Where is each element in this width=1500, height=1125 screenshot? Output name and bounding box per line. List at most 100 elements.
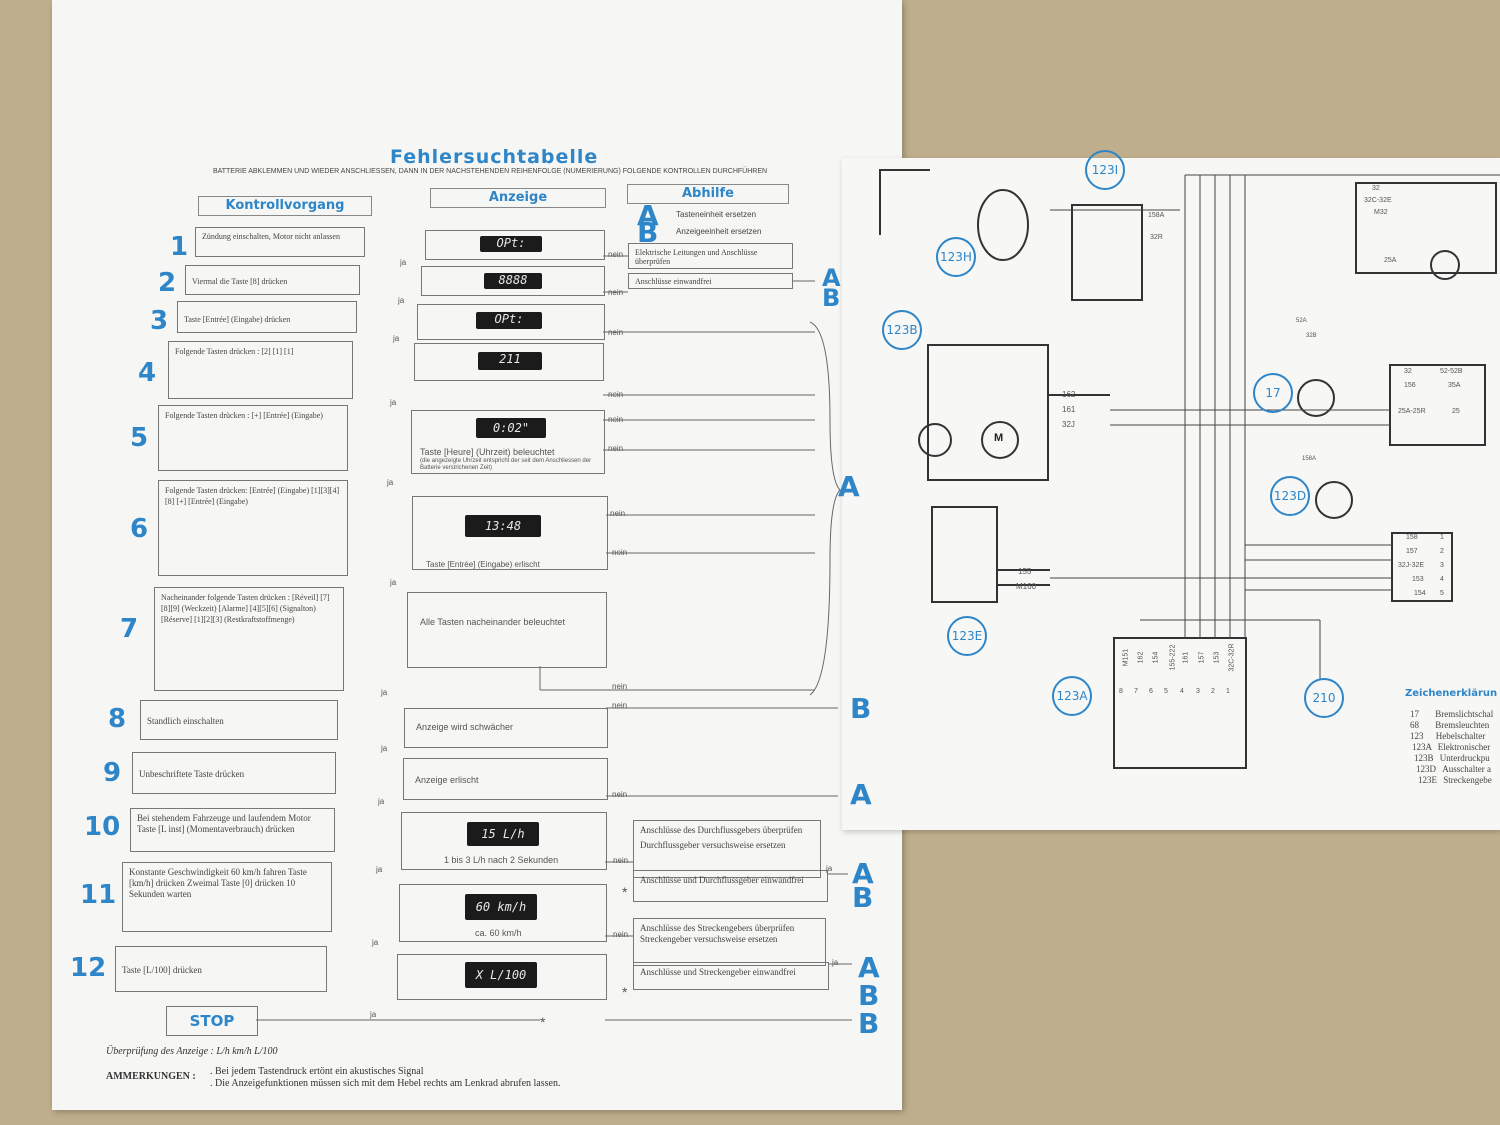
block1-cell: 156 <box>1404 382 1416 389</box>
connector-pin: 5 <box>1164 688 1168 695</box>
step-11-remedy-ok: Anschlüsse und Streckengeber einwandfrei <box>633 962 829 990</box>
legend-item: 123B Unterdruckpu <box>1414 753 1490 763</box>
abhilfe-letter-b: B <box>637 216 659 249</box>
step-10-remedy: Anschlüsse des Durchflussgebers überprüf… <box>633 820 821 878</box>
step-number-5: 5 <box>130 423 149 453</box>
legend-num: 17 <box>1410 709 1419 719</box>
step-9-action: Unbeschriftete Taste drücken <box>132 752 336 794</box>
connector-label: 155-222 <box>1169 644 1177 671</box>
block2-cell: 157 <box>1406 548 1418 555</box>
lcd-3: OPt: <box>476 312 542 329</box>
display-frame-2 <box>421 266 605 296</box>
block1-cell: 25A-25R <box>1398 408 1426 415</box>
block2-cell: 158 <box>1406 534 1418 541</box>
anmerkungen-label: AMMERKUNGEN : <box>106 1071 196 1082</box>
result-a-step9: A <box>850 778 872 811</box>
step-8-action: Standlich einschalten <box>140 700 338 740</box>
display-frame-12 <box>397 954 607 1000</box>
result-a-bracket: A <box>838 470 860 503</box>
label-nein: nein <box>613 856 629 865</box>
lcd-10: 15 L/h <box>467 822 539 846</box>
label-nein: nein <box>608 250 624 259</box>
lcd-2: 8888 <box>484 273 542 289</box>
connector-pin: 8 <box>1119 688 1123 695</box>
wire-25a: 25A <box>1384 257 1397 264</box>
page-subtitle: BATTERIE ABKLEMMEN UND WIEDER ANSCHLIESS… <box>212 168 768 175</box>
label-ja: ja <box>370 1010 377 1019</box>
display-frame-11 <box>399 884 607 942</box>
step-7-action: Nacheinander folgende Tasten drücken : [… <box>154 587 344 691</box>
display-frame-7 <box>407 592 607 668</box>
step-7-display: Alle Tasten nacheinander beleuchtet <box>420 617 565 627</box>
connector-pin: 7 <box>1134 688 1138 695</box>
connector-pin: 1 <box>1226 688 1230 695</box>
component-210: 210 <box>1304 678 1344 718</box>
connector-label: 32C-32R <box>1228 643 1236 672</box>
step-number-2: 2 <box>158 268 177 298</box>
label-nein: nein <box>612 682 628 691</box>
legend-text: Elektronischer <box>1437 742 1491 752</box>
display-frame-9 <box>403 758 608 800</box>
label-ja: ja <box>378 797 385 806</box>
block2-pin: 1 <box>1440 534 1444 541</box>
label-nein: nein <box>608 444 624 453</box>
step-number-4: 4 <box>138 358 157 388</box>
legend-text: Unterdruckpu <box>1439 753 1490 763</box>
step-3-action: Taste [Entrée] (Eingabe) drücken <box>177 301 357 333</box>
terminal-162: 162 <box>1062 390 1076 399</box>
page-title: Fehlersuchtabelle <box>390 146 599 168</box>
result-abb-step11: A B B <box>858 951 880 1040</box>
label-ja: ja <box>832 958 839 967</box>
step-10-remedy-ok: Anschlüsse und Durchflussgeber einwandfr… <box>633 870 828 902</box>
abhilfe-connections-ok: Anschlüsse einwandfrei <box>628 273 793 289</box>
block2-pin: 4 <box>1440 576 1444 583</box>
block2-pin: 3 <box>1440 562 1444 569</box>
anmerkung-2: . Die Anzeigefunktionen müssen sich mit … <box>210 1078 561 1089</box>
abhilfe-check-wiring: Elektrische Leitungen und Anschlüsse übe… <box>628 243 793 269</box>
block2-pin: 5 <box>1440 590 1444 597</box>
step-10-remedy-line-1: Anschlüsse des Durchflussgebers überprüf… <box>640 825 803 835</box>
lcd-5: 0:02" <box>476 418 546 438</box>
wire-158a: 158A <box>1148 212 1165 219</box>
wire-m32: M32 <box>1374 209 1388 216</box>
label-nein: nein <box>610 509 626 518</box>
display-frame-8 <box>404 708 608 748</box>
anmerkung-1: . Bei jedem Tastendruck ertönt ein akust… <box>210 1066 424 1077</box>
step-5-action: Folgende Tasten drücken : [+] [Entrée] (… <box>158 405 348 471</box>
step-6-note: Taste [Entrée] (Eingabe) erlischt <box>426 560 540 569</box>
result-b-step8: B <box>850 692 872 725</box>
label-nein: nein <box>613 930 629 939</box>
terminal-155: 155 <box>1018 567 1032 576</box>
legend-item: 123 Hebelschalter <box>1410 731 1485 741</box>
display-frame-1 <box>425 230 605 260</box>
connector-label: M151 <box>1122 648 1130 667</box>
component-17: 17 <box>1253 373 1293 413</box>
component-123d: 123D <box>1270 476 1310 516</box>
connector-label: 161 <box>1182 651 1190 664</box>
result-ab-1: A B <box>822 264 841 312</box>
component-123e: 123E <box>947 616 987 656</box>
label-ja: ja <box>398 296 405 305</box>
label-ja: ja <box>376 865 383 874</box>
connector-pin: 4 <box>1180 688 1184 695</box>
wire-158a-2: 158A <box>1302 456 1317 462</box>
legend-num: 123B <box>1414 753 1434 763</box>
display-frame-3 <box>417 304 605 340</box>
label-nein: nein <box>612 701 628 710</box>
wire-52a: 52A <box>1296 318 1307 324</box>
label-ja: ja <box>381 744 388 753</box>
label-ja: ja <box>381 688 388 697</box>
display-frame-6 <box>412 496 608 570</box>
legend-title: Zeichenerklärun <box>1405 688 1498 699</box>
legend-num: 123D <box>1416 764 1436 774</box>
legend-text: Bremsleuchten <box>1435 720 1490 730</box>
label-star: * <box>540 1014 546 1030</box>
step-10-action: Bei stehendem Fahrzeuge und laufendem Mo… <box>130 808 335 852</box>
step-11-action: Konstante Geschwindigkeit 60 km/h fahren… <box>122 862 332 932</box>
step-5-note: Taste [Heure] (Uhrzeit) beleuchtet <box>420 447 555 457</box>
component-123h: 123H <box>936 237 976 277</box>
legend-num: 123A <box>1412 742 1432 752</box>
wire-32r: 32R <box>1150 234 1163 241</box>
component-123i: 123I <box>1085 150 1125 190</box>
block2-cell: 153 <box>1412 576 1424 583</box>
